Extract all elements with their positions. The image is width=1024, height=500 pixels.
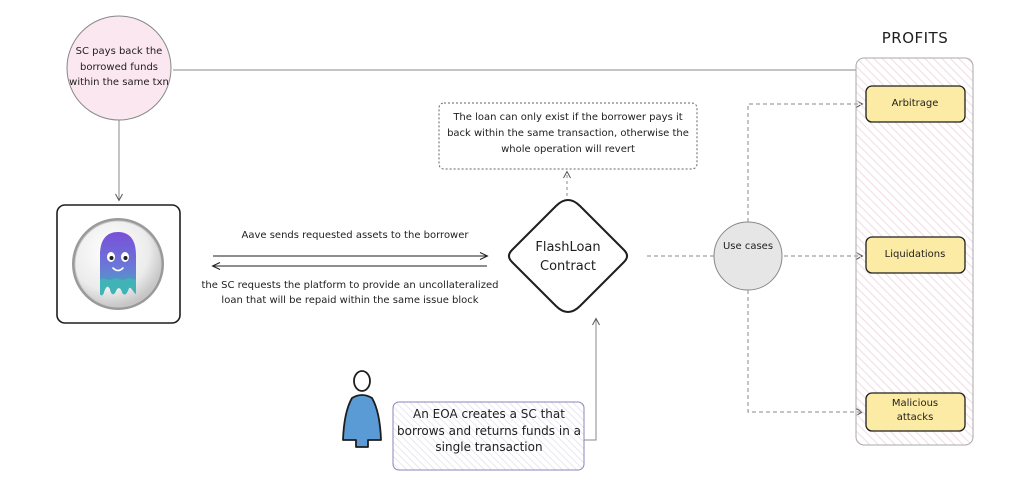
profit-label-arbitrage: Arbitrage [891, 98, 939, 109]
flashloan-diamond [508, 198, 628, 314]
profit-label-liquidations: Liquidations [884, 249, 946, 260]
profit-item-malicious-attacks [865, 392, 966, 432]
repay-text: SC pays back the borrowed funds within t… [69, 46, 169, 88]
eoa-to-flashloan-arrow [584, 317, 600, 441]
usecases-to-arbitrage-arrow [747, 100, 864, 222]
person-icon [342, 370, 382, 448]
note-box [438, 102, 698, 170]
use-cases-circle [713, 221, 783, 291]
profits-title: PROFITS [881, 29, 949, 47]
usecases-to-attacks-arrow [747, 290, 864, 416]
request-loan-label: the SC requests the platform to provide … [201, 280, 499, 306]
eoa-label: An EOA creates a SC that borrows and ret… [397, 407, 581, 454]
aave-ghost-logo-icon [72, 218, 164, 310]
note-text: The loan can only exist if the borrower … [447, 112, 689, 155]
flashloan-label: FlashLoan Contract [535, 240, 601, 274]
eoa-box [392, 401, 585, 471]
repay-circle [66, 15, 172, 121]
profit-label-malicious-attacks: Malicious attacks [891, 398, 939, 423]
send-assets-label: Aave sends requested assets to the borro… [241, 230, 469, 241]
profit-item-arbitrage [865, 85, 966, 123]
profit-item-liquidations [865, 236, 966, 274]
use-cases-label: Use cases [722, 241, 774, 252]
